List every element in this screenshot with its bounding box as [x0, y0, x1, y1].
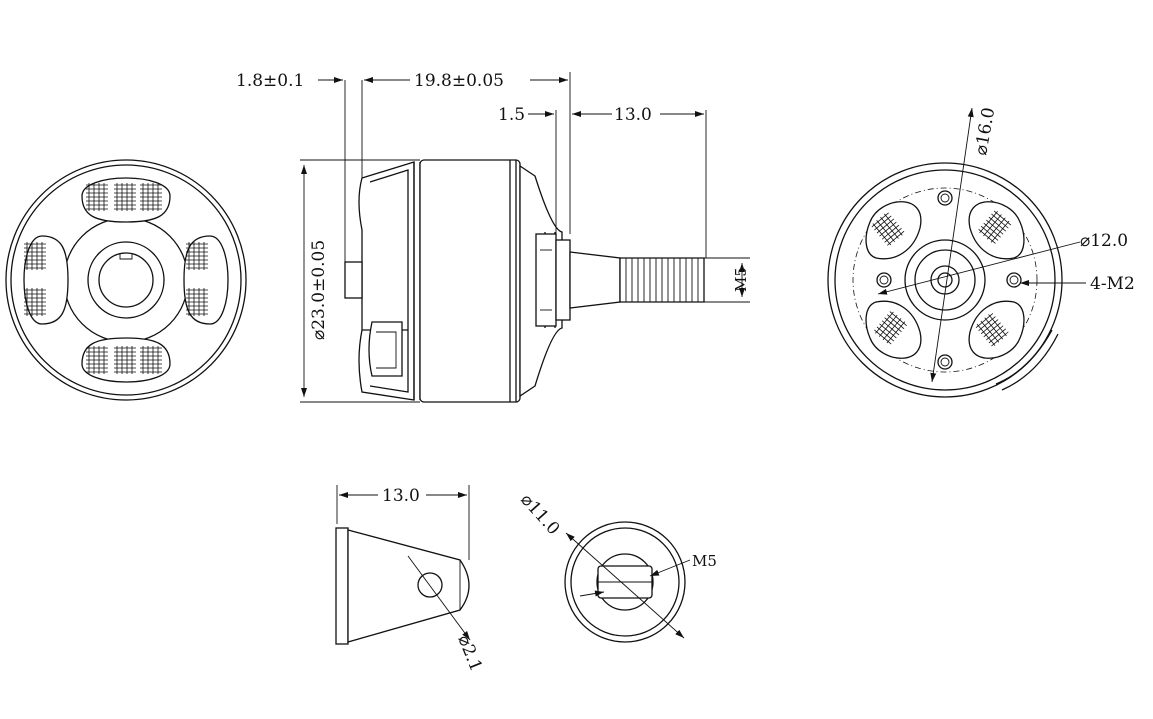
dim-bearing-thickness: 1.8±0.1 [236, 71, 304, 91]
dim-center-circle: ⌀12.0 [1080, 231, 1128, 251]
dim-shaft-length: 13.0 [614, 105, 652, 125]
shaft-thread [625, 258, 699, 302]
dim-overall-length: 19.8±0.05 [414, 71, 504, 91]
side-view-motor [300, 72, 750, 403]
front-view-stator [5, 159, 247, 401]
dim-shoulder: 1.5 [498, 105, 525, 125]
dim-nut-length: 13.0 [382, 486, 420, 506]
dim-mount-holes: 4-M2 [1090, 274, 1135, 294]
dim-nut-diameter: ⌀11.0 [516, 490, 563, 539]
dim-nut-hole: ⌀2.1 [453, 632, 486, 674]
prop-nut-front-view [564, 521, 691, 643]
dim-shaft-thread: M5 [732, 267, 750, 292]
dim-mount-circle: ⌀16.0 [971, 106, 999, 157]
dim-nut-thread: M5 [692, 552, 717, 570]
rear-view-motor [827, 107, 1086, 398]
dim-diameter: ⌀23.0±0.05 [309, 240, 329, 340]
prop-nut-side-view [335, 485, 471, 645]
